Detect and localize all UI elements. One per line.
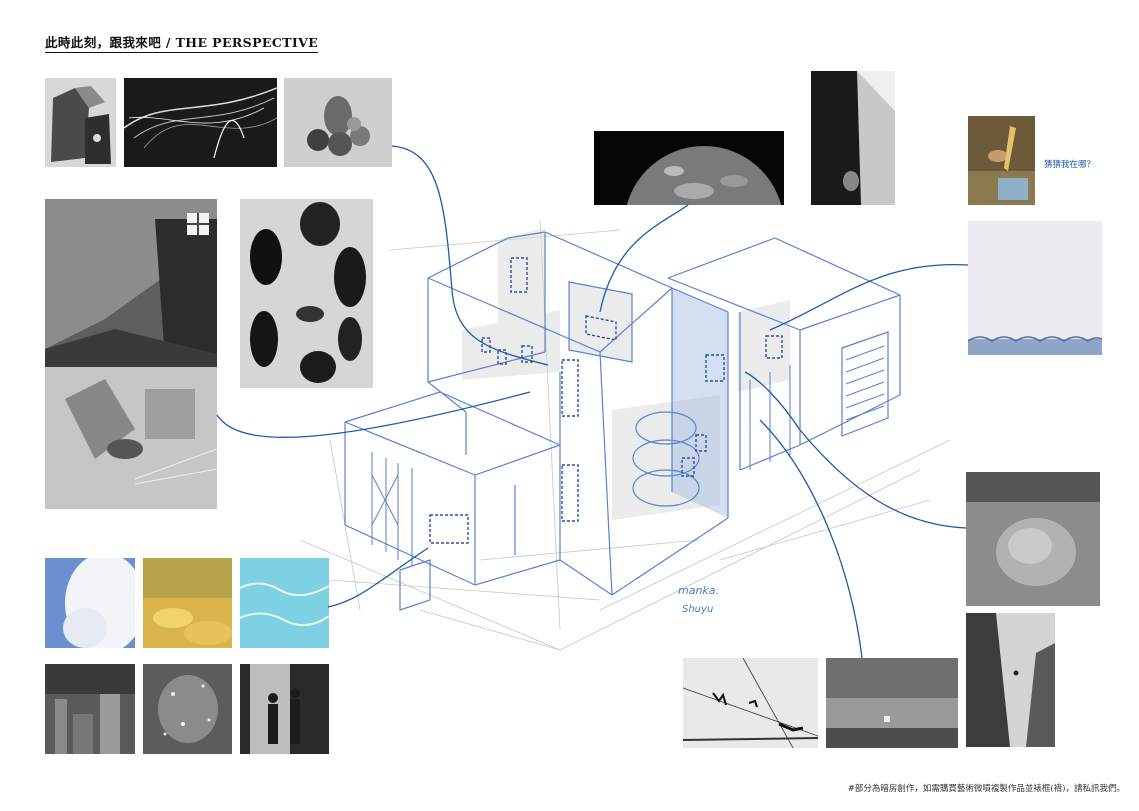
footer-note: #部分為暗房創作，如需購買藝術微噴複製作品並裱框(褙)，請私訊我們。 — [847, 784, 1125, 794]
figures-in-doorway-photo — [240, 664, 329, 754]
abstract-gray-shapes-photo — [45, 78, 116, 167]
light-trails-photo — [124, 78, 277, 167]
blue-building-outline — [344, 231, 901, 611]
blue-dashed-openings — [429, 257, 783, 544]
hand-with-leaf-photo — [968, 116, 1035, 205]
birds-on-wire-photo — [683, 658, 818, 748]
abstract-shadows-collage-photo — [45, 199, 217, 509]
ruined-building-photo — [45, 664, 135, 754]
turquoise-water-photo — [240, 558, 329, 648]
guess-caption: 猜猜我在哪？ — [1044, 160, 1096, 170]
blue-window-mullions — [371, 345, 885, 566]
darkroom-spots-photo — [143, 664, 232, 754]
white-water-surface-photo — [968, 221, 1102, 355]
still-life-fruit-photo — [284, 78, 392, 167]
tall-buildings-sky-photo — [966, 613, 1055, 747]
yellow-flower-field-photo — [143, 558, 232, 648]
artist-signature-sub: Shuyu — [682, 604, 714, 615]
pencil-construction-lines — [299, 219, 951, 651]
blurred-gray-orb-photo — [966, 472, 1100, 606]
white-tree-blossom-photo — [45, 558, 135, 648]
foggy-landscape-photo — [826, 658, 958, 748]
page-title: 此時此刻，跟我來吧 / THE PERSPECTIVE — [45, 32, 319, 53]
artist-signature: manka. — [678, 584, 720, 597]
dark-corridor-photo — [811, 71, 895, 205]
planet-surface-photo — [594, 131, 784, 205]
pencil-shading — [462, 228, 790, 520]
floating-stones-photo — [240, 199, 373, 388]
